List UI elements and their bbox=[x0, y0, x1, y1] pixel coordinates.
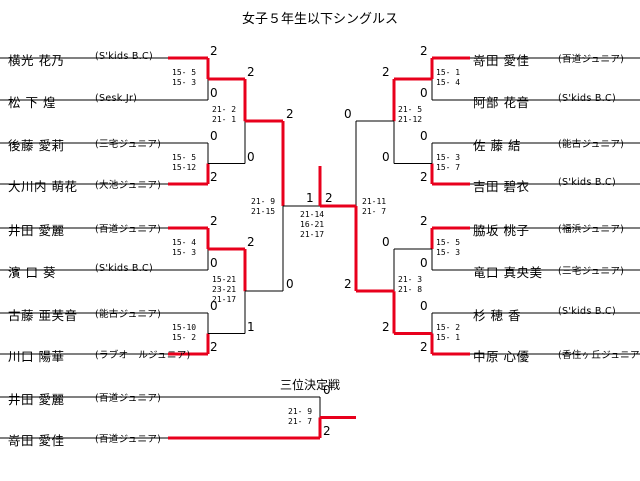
player-name: 嵜田 愛佳 bbox=[473, 53, 530, 68]
player-club: (福浜ジュニア) bbox=[558, 224, 625, 235]
round-score: 2 bbox=[420, 214, 428, 228]
player-name: 嵜田 愛佳 bbox=[8, 433, 65, 448]
player-name: 佐 藤 結 bbox=[473, 138, 521, 153]
game-scores: 15- 3 15- 7 bbox=[436, 152, 461, 172]
round-score: 2 bbox=[382, 65, 390, 79]
game-scores: 21- 5 21-12 bbox=[398, 105, 423, 125]
game-scores: 15- 2 15- 1 bbox=[436, 322, 461, 342]
player-club: (百道ジュニア) bbox=[95, 224, 162, 235]
game-scores: 21- 2 21- 1 bbox=[212, 105, 237, 125]
round-score: 2 bbox=[210, 170, 218, 184]
round-score: 2 bbox=[210, 214, 218, 228]
player-club: (百道ジュニア) bbox=[95, 434, 162, 445]
player-club: (能古ジュニア) bbox=[558, 139, 625, 150]
round-score: 2 bbox=[323, 424, 331, 438]
player-name: 杉 穂 香 bbox=[473, 308, 521, 323]
round-score: 0 bbox=[323, 383, 331, 397]
player-name: 吉田 碧衣 bbox=[473, 179, 530, 194]
third-place-title: 三位決定戦 bbox=[279, 378, 340, 392]
round-score: 1 bbox=[247, 319, 255, 334]
player-name: 中原 心優 bbox=[473, 349, 530, 364]
player-club: (S'kids B.C) bbox=[558, 306, 616, 317]
round-score: 0 bbox=[210, 86, 218, 100]
player-club: (能古ジュニア) bbox=[95, 309, 162, 320]
final-score-right: 2 bbox=[325, 191, 333, 205]
round-score: 0 bbox=[210, 299, 218, 313]
game-scores: 15- 5 15-12 bbox=[172, 152, 197, 172]
player-club: (三宅ジュニア) bbox=[558, 266, 625, 277]
round-score: 0 bbox=[382, 149, 390, 164]
round-score: 0 bbox=[420, 86, 428, 100]
player-club: (百道ジュニア) bbox=[95, 393, 162, 404]
player-name: 阿部 花音 bbox=[473, 95, 530, 110]
round-score: 2 bbox=[420, 340, 428, 354]
game-scores: 21-11 21- 7 bbox=[362, 197, 387, 216]
round-score: 0 bbox=[420, 256, 428, 270]
player-name: 横光 花乃 bbox=[8, 53, 65, 68]
round-score: 0 bbox=[420, 129, 428, 143]
game-scores: 15- 4 15- 3 bbox=[172, 238, 197, 257]
round-score: 0 bbox=[210, 129, 218, 143]
round-score: 0 bbox=[382, 235, 390, 249]
round-score: 0 bbox=[286, 277, 294, 291]
player-club: (大池ジュニア) bbox=[95, 180, 162, 191]
page-title: 女子５年生以下シングルス bbox=[241, 12, 398, 27]
game-scores: 15-10 15- 2 bbox=[172, 322, 197, 342]
player-club: (三宅ジュニア) bbox=[95, 139, 162, 150]
round-score: 2 bbox=[420, 170, 428, 184]
player-club: (S'kids B.C) bbox=[558, 93, 616, 104]
player-club: (百道ジュニア) bbox=[558, 54, 625, 65]
player-name: 古藤 亜芙音 bbox=[8, 308, 78, 323]
player-club: (ラブオールジュニア) bbox=[95, 350, 191, 361]
final-score-left: 1 bbox=[306, 191, 314, 205]
player-name: 井田 愛麗 bbox=[8, 223, 65, 238]
game-scores: 15-21 23-21 21-17 bbox=[212, 275, 237, 305]
game-scores: 21- 9 21- 7 bbox=[288, 406, 313, 426]
game-scores: 15- 1 15- 4 bbox=[436, 68, 461, 87]
round-score: 2 bbox=[247, 65, 255, 79]
game-scores: 15- 5 15- 3 bbox=[436, 238, 461, 257]
round-score: 2 bbox=[286, 107, 294, 121]
player-club: (S'kids B.C) bbox=[95, 263, 153, 274]
round-score: 2 bbox=[420, 44, 428, 58]
round-score: 2 bbox=[382, 319, 390, 334]
round-score: 0 bbox=[210, 256, 218, 270]
game-scores: 21-14 16-21 21-17 bbox=[300, 210, 325, 239]
player-club: (S'kids B.C) bbox=[558, 177, 616, 188]
player-club: (香住ヶ丘ジュニア) bbox=[558, 350, 640, 361]
game-scores: 15- 5 15- 3 bbox=[172, 68, 197, 87]
round-score: 2 bbox=[210, 44, 218, 58]
player-name: 松 下 煌 bbox=[8, 95, 56, 110]
game-scores: 21- 9 21-15 bbox=[251, 197, 276, 216]
round-score: 0 bbox=[420, 299, 428, 313]
game-scores: 21- 3 21- 8 bbox=[398, 275, 423, 295]
round-score: 0 bbox=[247, 149, 255, 164]
round-score: 2 bbox=[247, 235, 255, 249]
player-club: (S'kids B.C) bbox=[95, 51, 153, 62]
round-score: 2 bbox=[210, 340, 218, 354]
player-name: 竜口 真央美 bbox=[473, 265, 543, 280]
player-name: 大川内 萌花 bbox=[8, 179, 78, 194]
player-name: 川口 陽華 bbox=[8, 349, 65, 364]
player-name: 濱 口 葵 bbox=[8, 265, 56, 280]
round-score: 2 bbox=[344, 277, 352, 291]
player-name: 後藤 愛莉 bbox=[8, 138, 65, 153]
player-name: 井田 愛麗 bbox=[8, 392, 65, 407]
player-name: 脇坂 桃子 bbox=[473, 223, 530, 238]
player-club: (Sesk.Jr) bbox=[95, 93, 138, 104]
round-score: 0 bbox=[344, 107, 352, 121]
